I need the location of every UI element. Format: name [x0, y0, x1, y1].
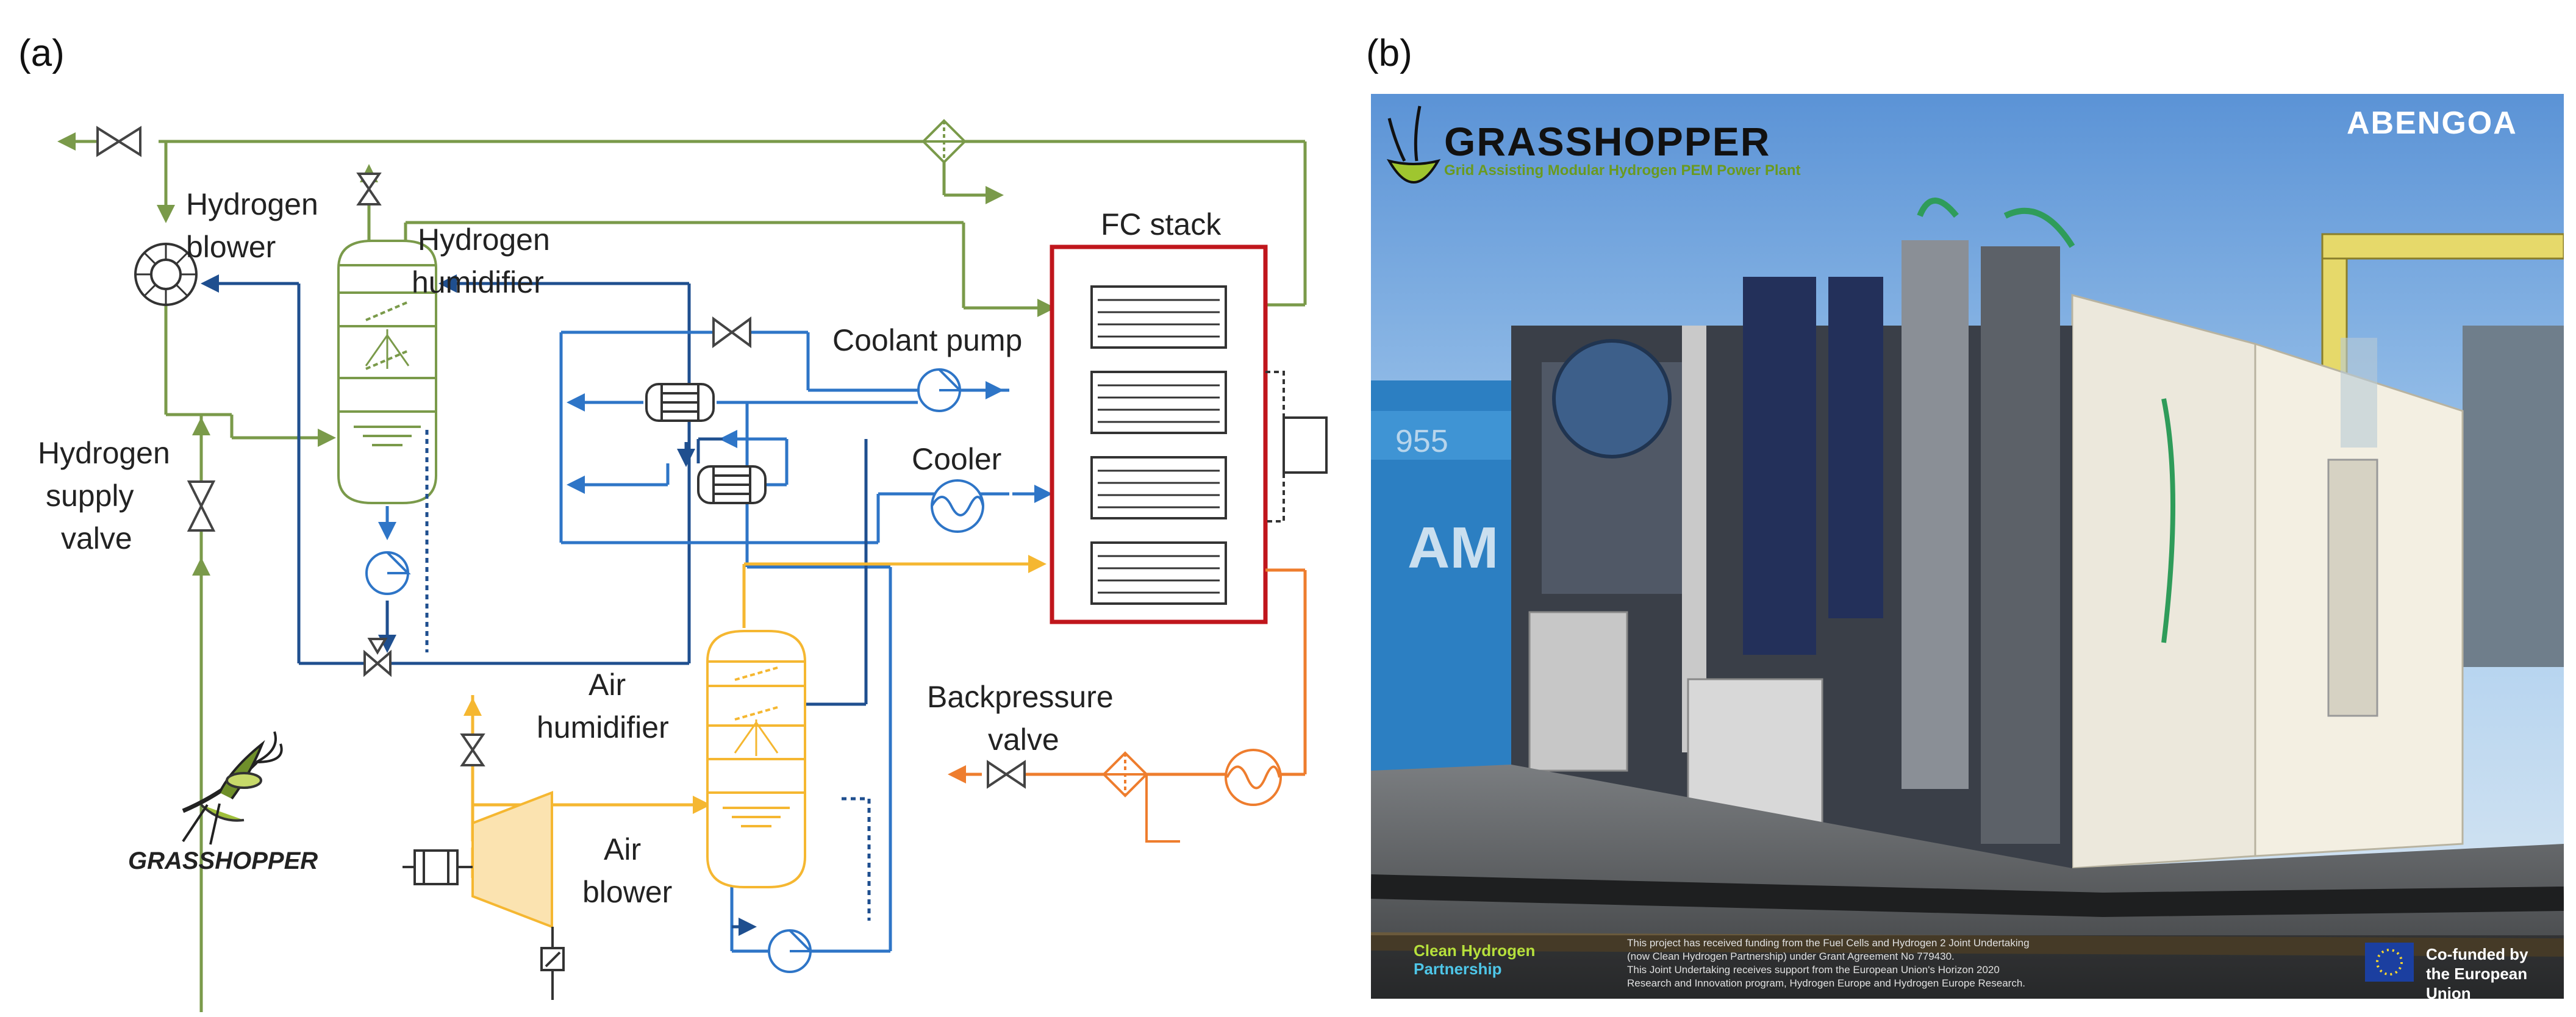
fc-stack	[1050, 244, 1268, 624]
photo-brand-title: GRASSHOPPER	[1444, 119, 1771, 164]
hydrogen-supply-label-3: valve	[61, 521, 132, 555]
grasshopper-insect-icon	[182, 731, 283, 845]
exhaust-lines	[948, 568, 1307, 843]
air-humidifier-label-1: Air	[589, 668, 626, 702]
plant-photo-illustration	[1371, 94, 2564, 999]
photo-funding-line-1: This project has received funding from t…	[1627, 937, 2030, 949]
photo-container-letters: AM	[1408, 515, 1499, 580]
air-blower-label-2: blower	[582, 875, 672, 909]
air-water-pump-icon	[768, 929, 814, 973]
air-blower-label-1: Air	[604, 832, 641, 866]
hydrogen-humidifier-column	[337, 240, 437, 504]
heat-exchanger-2-icon	[697, 465, 767, 504]
diagram-labels: Hydrogen blower Hydrogen humidifier FC s…	[38, 187, 1222, 909]
coolant-bypass-valve	[712, 316, 751, 348]
exhaust-filter-icon	[1102, 751, 1148, 798]
exhaust-heat-exchanger-icon	[1225, 749, 1282, 806]
hydrogen-blower-icon	[134, 243, 198, 306]
backpressure-label-2: valve	[988, 723, 1059, 757]
plant-photo: GRASSHOPPER Grid Assisting Modular Hydro…	[1371, 94, 2564, 999]
air-humidifier-label-2: humidifier	[537, 710, 669, 744]
hydrogen-humidifier-label-1: Hydrogen	[418, 223, 550, 257]
air-blower-motor-icon	[402, 849, 473, 885]
cooler-icon	[931, 479, 984, 533]
photo-eu-line-2: the European Union	[2426, 965, 2528, 999]
backpressure-valve-icon	[987, 760, 1026, 789]
photo-partnership-line-1: Clean Hydrogen	[1414, 941, 1536, 960]
hydrogen-vent-valve	[96, 126, 141, 157]
photo-brand-subtitle: Grid Assisting Modular Hydrogen PEM Powe…	[1444, 162, 1801, 179]
cooler-label: Cooler	[912, 442, 1001, 476]
hydrogen-filter-icon	[921, 119, 967, 164]
photo-funding-line-4: Research and Innovation program, Hydroge…	[1627, 977, 2026, 989]
coolant-pump-label: Coolant pump	[832, 323, 1022, 357]
grasshopper-logo: GRASSHOPPER	[128, 731, 318, 874]
photo-company-logo: ABENGOA	[2347, 105, 2517, 141]
heat-exchanger-1-icon	[645, 383, 715, 422]
air-humidifier-column	[706, 630, 806, 888]
photo-eu-note: Co-funded by the European Union	[2426, 944, 2564, 999]
hydrogen-supply-label-1: Hydrogen	[38, 436, 170, 470]
hydrogen-supply-label-2: supply	[46, 479, 134, 513]
fc-stack-label: FC stack	[1101, 207, 1222, 241]
photo-container-number: 955	[1395, 424, 1448, 459]
air-filter-icon	[540, 927, 565, 1000]
photo-funding-note: This project has received funding from t…	[1627, 937, 2328, 990]
grasshopper-logo-text: GRASSHOPPER	[128, 848, 318, 874]
air-vent-valve	[460, 733, 485, 766]
photo-funding-line-3: This Joint Undertaking receives support …	[1627, 964, 2000, 976]
photo-funding-line-2: (now Clean Hydrogen Partnership) under G…	[1627, 951, 1955, 962]
hydrogen-purge-valve	[356, 173, 382, 205]
panel-b-label: (b)	[1366, 32, 1412, 74]
photo-eu-line-1: Co-funded by	[2426, 945, 2528, 963]
hydrogen-blower-label-2: blower	[186, 230, 276, 264]
coolant-pump-icon	[917, 368, 963, 412]
backpressure-label-1: Backpressure	[927, 680, 1114, 714]
hydrogen-water-pump-icon	[365, 551, 411, 595]
photo-partnership: Clean Hydrogen Partnership	[1414, 941, 1535, 978]
panel-a-label: (a)	[18, 32, 65, 74]
hydrogen-blower-label-1: Hydrogen	[186, 187, 318, 221]
photo-partnership-line-2: Partnership	[1414, 960, 1502, 978]
electrical-load-icon	[1265, 371, 1328, 523]
three-way-valve-icon	[363, 638, 392, 677]
hydrogen-humidifier-label-2: humidifier	[412, 265, 544, 299]
hydrogen-supply-valve-icon	[187, 480, 216, 532]
process-diagram: (a)	[18, 32, 1328, 1012]
panel-b-label-wrap: (b)	[1366, 32, 1412, 74]
air-blower-icon	[471, 791, 553, 929]
